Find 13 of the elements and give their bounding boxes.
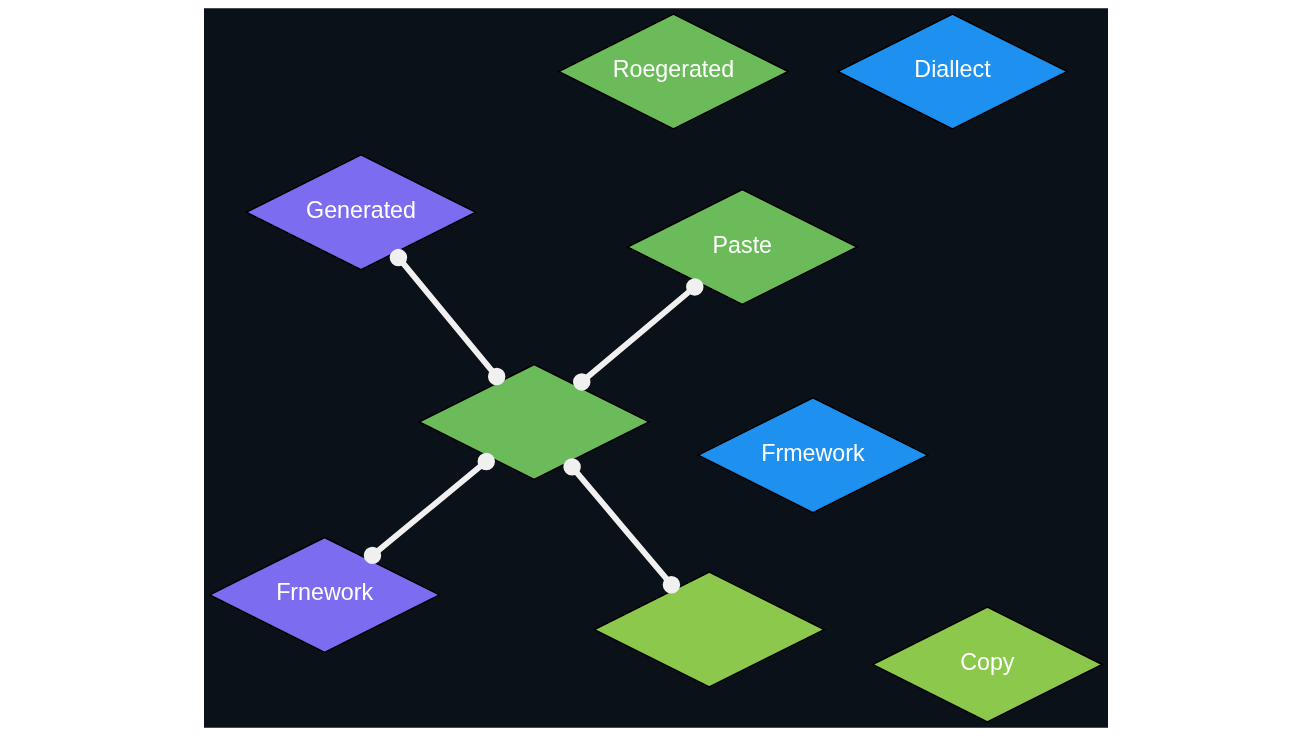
connector: [389, 248, 506, 386]
connector: [573, 278, 704, 391]
node-diamond: [417, 363, 651, 481]
node-diamond: Frmework: [696, 396, 930, 514]
node-diamond: Roegerated: [557, 13, 790, 130]
node-diamond: Generated: [244, 154, 478, 271]
connector: [363, 452, 495, 565]
node-diamond: Frnework: [208, 536, 442, 654]
node-diamond: [592, 571, 826, 688]
node-diamond: Copy: [870, 606, 1104, 723]
node-diamond: Diallect: [836, 13, 1069, 130]
node-diamond: Paste: [625, 188, 859, 306]
connector: [563, 458, 681, 594]
